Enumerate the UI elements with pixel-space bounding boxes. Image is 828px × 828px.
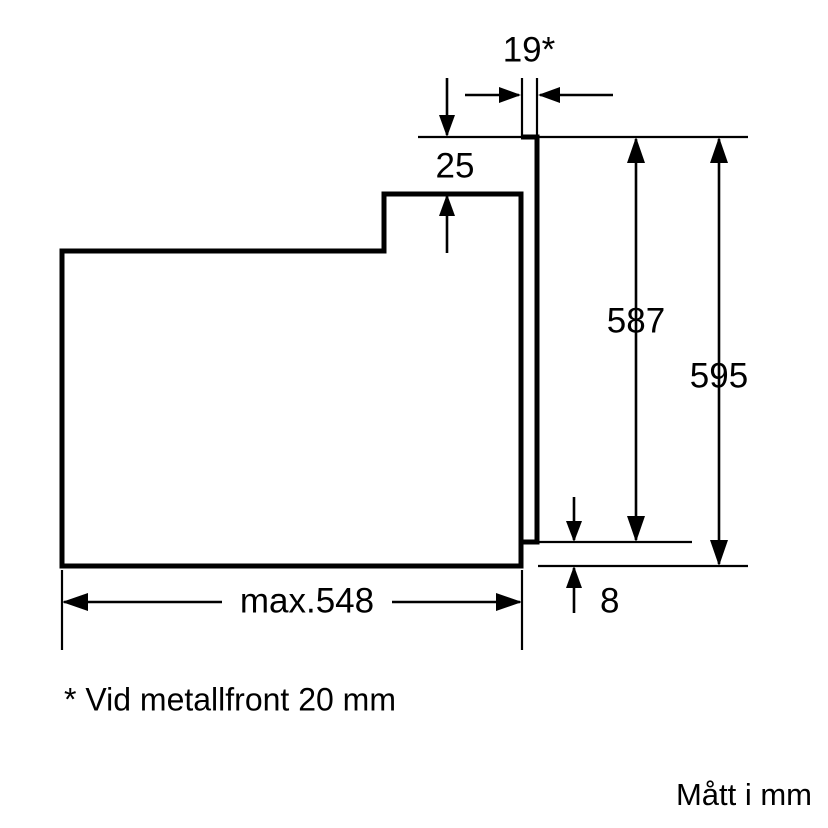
- front-panel-profile: [521, 134, 540, 545]
- dim-25-arrow-upper: [439, 115, 455, 137]
- dimension-595: 595: [690, 137, 748, 566]
- dim-19-arrow-left: [499, 87, 521, 103]
- extension-lines: [60, 78, 748, 650]
- dim-587-arrow-bottom: [627, 516, 645, 542]
- dim-595-label: 595: [690, 356, 748, 395]
- footnote-text: * Vid metallfront 20 mm: [64, 681, 396, 717]
- dim-8-arrow-upper: [566, 521, 582, 542]
- dim-548-arrow-left: [62, 593, 88, 611]
- dim-595-arrow-bottom: [710, 540, 728, 566]
- dim-25-label: 25: [436, 146, 475, 185]
- dim-19-label: 19*: [503, 30, 556, 69]
- dim-548-arrow-right: [496, 593, 522, 611]
- dimension-548: max.548: [62, 581, 522, 620]
- door-front-panel: [521, 134, 540, 545]
- units-caption: Mått i mm: [676, 777, 812, 812]
- dim-8-arrow-lower: [566, 566, 582, 588]
- dim-25-arrow-lower: [439, 194, 455, 216]
- appliance-body-outline: [59, 191, 524, 569]
- dim-8-label: 8: [600, 581, 619, 620]
- dimension-8: 8: [566, 497, 619, 620]
- dimension-19: 19*: [465, 30, 613, 103]
- dim-587-label: 587: [607, 301, 665, 340]
- dim-587-arrow-top: [627, 137, 645, 163]
- dimension-25: 25: [436, 78, 475, 253]
- oven-body-profile: [59, 191, 524, 569]
- dim-548-label: max.548: [240, 581, 374, 620]
- dim-595-arrow-top: [710, 137, 728, 163]
- dim-19-arrow-right: [538, 87, 560, 103]
- dimension-587: 587: [607, 137, 665, 542]
